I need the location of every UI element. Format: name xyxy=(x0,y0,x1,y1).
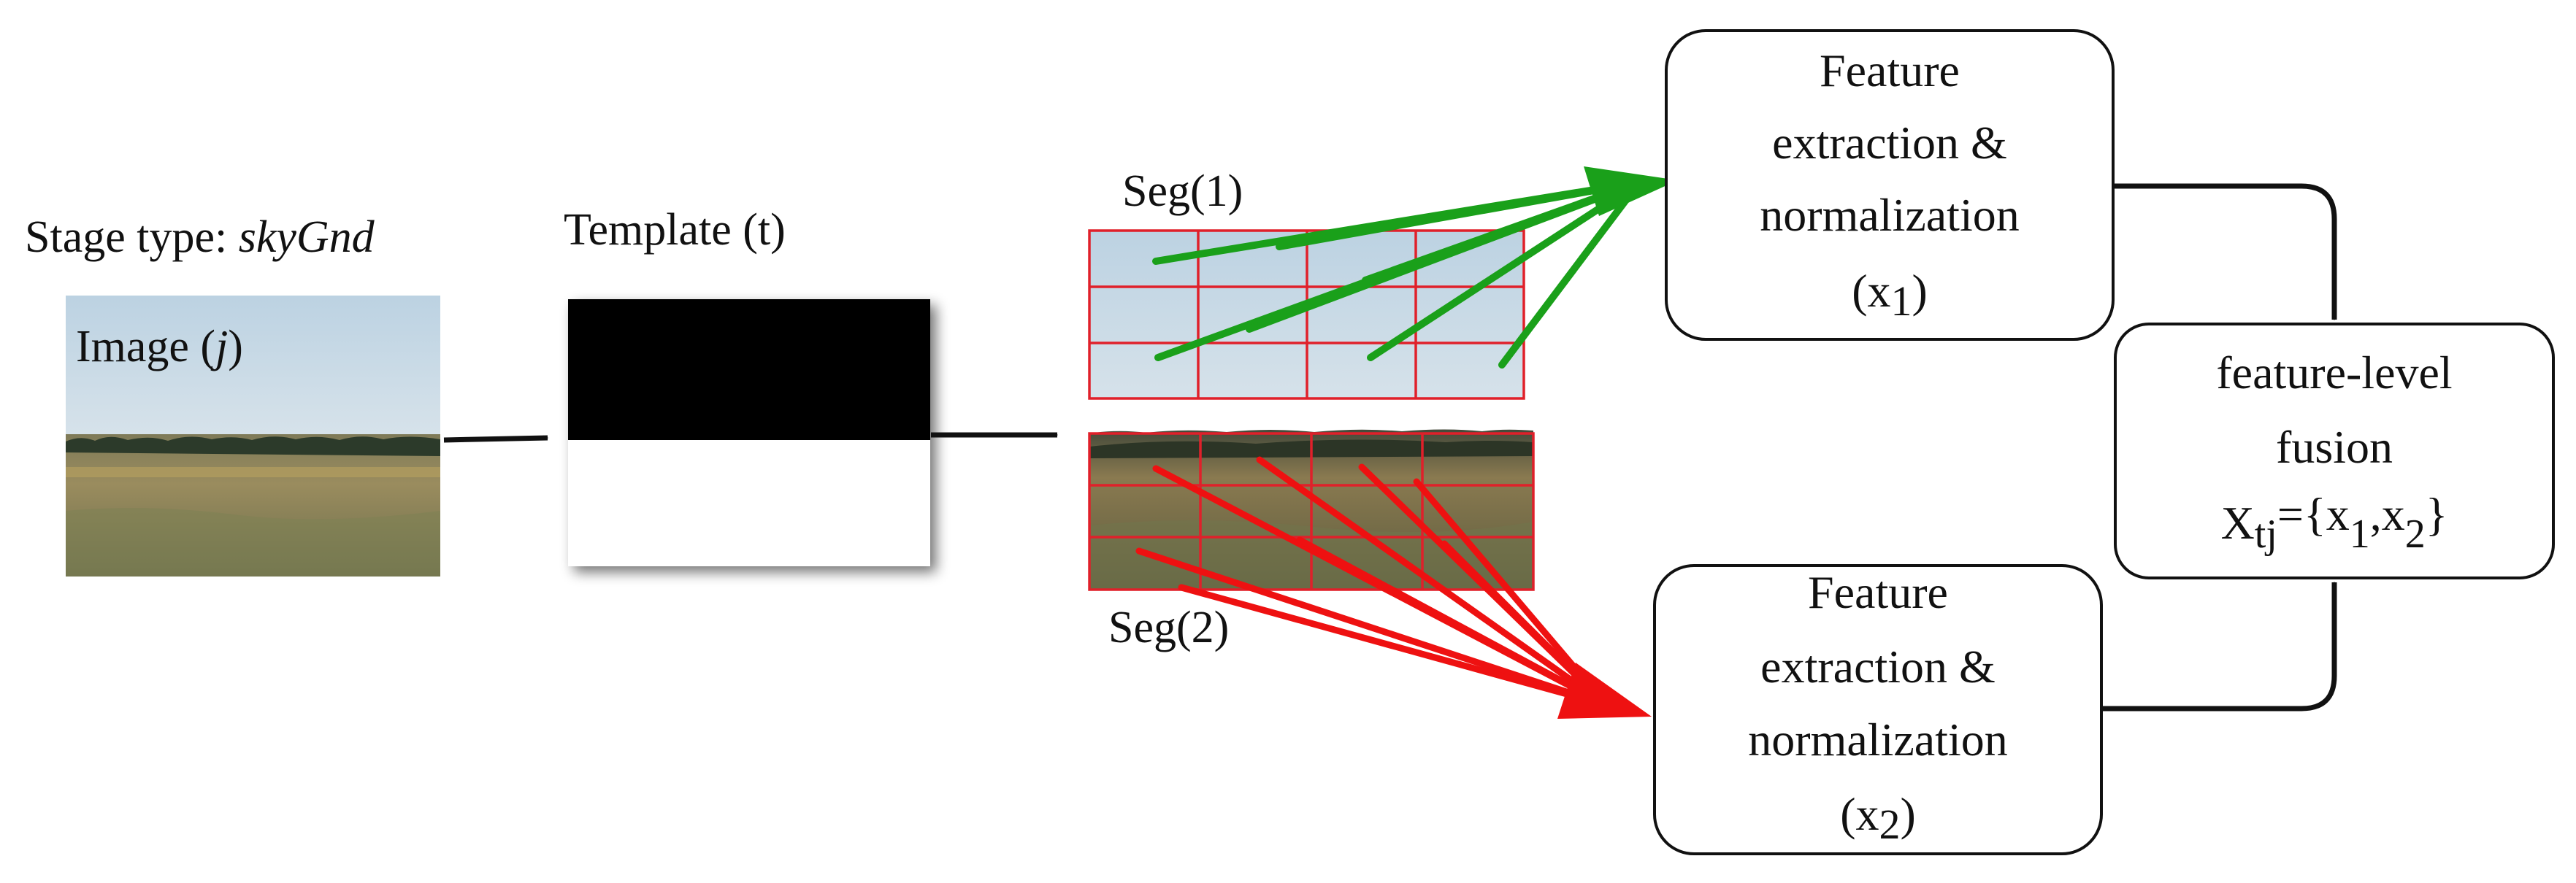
feature-fusion-box: feature-level fusion Xtj={x1,x2} xyxy=(2114,323,2555,579)
box2-line2: extraction & xyxy=(1760,641,1996,693)
seg2-label: Seg(2) xyxy=(1108,603,1229,652)
box2-line1: Feature xyxy=(1808,566,1948,618)
stage-type-label: Stage type: skyGnd xyxy=(25,212,375,262)
feature-extraction-box-1: Feature extraction & normalization (x1) xyxy=(1665,29,2115,341)
arrow-box1-to-fusion xyxy=(2113,183,2337,321)
box2-output-var: (x2) xyxy=(1840,788,1916,848)
arrow-box2-to-fusion xyxy=(2101,581,2337,712)
segment-1-arrowhead xyxy=(1584,166,1678,216)
segment-2-arrows xyxy=(1135,456,1610,709)
segment-1-arrows xyxy=(1152,179,1643,369)
fusion-formula: Xtj={x1,x2} xyxy=(2221,488,2448,557)
box2-line3: normalization xyxy=(1748,714,2007,766)
feature-extraction-box-2: Feature extraction & normalization (x2) xyxy=(1653,564,2103,855)
source-image: Image (j) xyxy=(66,296,440,577)
fusion-line2: fusion xyxy=(2276,421,2393,473)
template-image xyxy=(568,299,936,572)
box1-line1: Feature xyxy=(1820,45,1960,96)
image-label: Image (j) xyxy=(76,322,243,371)
box1-output-var: (x1) xyxy=(1852,265,1928,325)
segment-2-grid xyxy=(1088,432,1535,591)
fusion-line1: feature-level xyxy=(2216,347,2452,398)
template-label: Template (t) xyxy=(564,205,786,255)
box1-line3: normalization xyxy=(1760,189,2019,241)
box1-line2: extraction & xyxy=(1772,117,2007,169)
seg1-label: Seg(1) xyxy=(1122,166,1243,216)
arrow-image-to-template xyxy=(443,435,549,443)
segment-2-arrowhead xyxy=(1557,663,1652,719)
